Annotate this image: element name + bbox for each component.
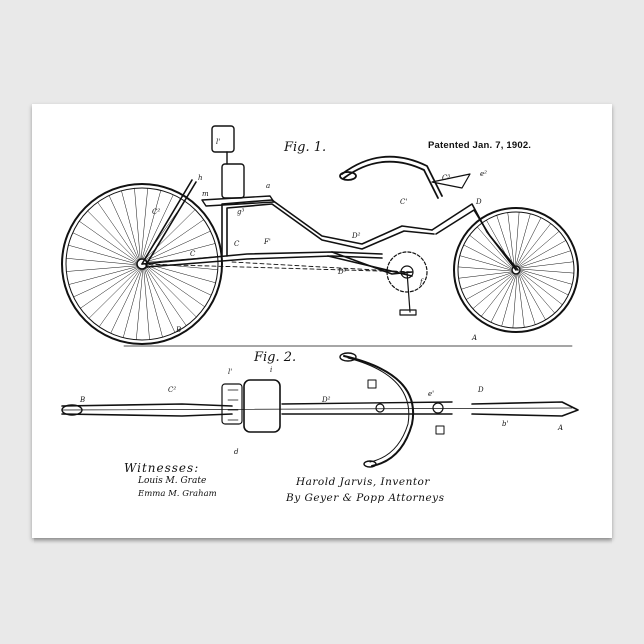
fig2-letter-labels: B C² D² e' Db' Ai l' d (79, 366, 563, 456)
fig2-drawing: B C² D² e' Db' Ai l' d (62, 353, 578, 467)
wheel-spoke (521, 271, 568, 295)
wheel-spoke (520, 274, 546, 320)
fig1-drawing: C² C C F' D² D³ f C' C³ D e² a g³ B Ah m l' (62, 126, 578, 346)
svg-text:F': F' (263, 238, 271, 246)
witnesses-label: Witnesses: (124, 461, 199, 475)
wheel-spoke (477, 227, 512, 267)
attorneys-signature: By Geyer & Popp Attorneys (286, 492, 445, 504)
svg-text:B: B (175, 326, 181, 334)
wheel-spoke (473, 274, 513, 309)
svg-text:e': e' (428, 390, 434, 398)
wheel-spoke (109, 196, 139, 261)
wheel-spoke (518, 275, 524, 328)
wheel-spoke (470, 235, 512, 268)
wheel-spoke (136, 269, 143, 340)
wheel-spoke (521, 269, 574, 273)
seat (202, 126, 274, 206)
svg-text:B: B (79, 396, 85, 404)
wheel-spoke (141, 188, 148, 259)
wheel-spoke (146, 267, 196, 318)
wheel-spoke (147, 265, 211, 295)
wheel-spoke (513, 275, 517, 328)
svg-text:C: C (190, 250, 196, 258)
svg-text:D²: D² (351, 232, 361, 240)
wheel-spoke (466, 274, 512, 300)
inventor-signature: Harold Jarvis, Inventor (296, 476, 430, 488)
svg-text:i: i (270, 366, 272, 374)
fig2-label: Fig. 2. (254, 350, 296, 365)
svg-text:D: D (475, 198, 482, 206)
wheel-spoke (520, 273, 555, 313)
wheel-spoke (464, 245, 511, 269)
witness-signature-2: Emma M. Graham (138, 489, 217, 499)
svg-text:g³: g³ (237, 208, 244, 216)
svg-text:D: D (477, 386, 484, 394)
svg-text:a: a (266, 182, 270, 190)
wheel-spoke (66, 266, 137, 272)
svg-text:C': C' (400, 198, 407, 206)
witness-signature-1: Louis M. Grate (138, 476, 206, 486)
wheel-spoke (481, 275, 514, 317)
wheel-spoke (88, 211, 138, 262)
svg-text:D²: D² (321, 396, 331, 404)
wheel-spoke (144, 269, 150, 340)
svg-text:l': l' (216, 138, 220, 146)
wheel-spoke (73, 233, 137, 263)
wheel-spoke (518, 224, 551, 266)
patent-drawing: C² C C F' D² D³ f C' C³ D e² a g³ B Ah m l' (32, 104, 612, 538)
wheel-spoke (146, 231, 211, 261)
svg-text:h: h (198, 174, 203, 182)
wheel-spoke (459, 272, 512, 278)
poster-shadow (34, 538, 612, 544)
fig1-letter-labels: C² C C F' D² D³ f C' C³ D e² a g³ B Ah m l' (152, 138, 487, 342)
wheel-spoke (491, 275, 515, 322)
wheel-spoke (519, 231, 559, 266)
svg-text:C²: C² (152, 208, 160, 216)
svg-text:m: m (202, 190, 209, 198)
svg-text:A: A (557, 424, 563, 432)
svg-text:C: C (234, 240, 240, 248)
wheel-spoke (520, 240, 566, 266)
svg-text:b': b' (502, 420, 508, 428)
svg-text:C³: C³ (442, 174, 450, 182)
wheel-spoke (521, 262, 574, 268)
svg-text:D³: D³ (337, 268, 347, 276)
wheel-spoke (74, 267, 139, 297)
wheel-spoke (515, 212, 519, 265)
frame (142, 180, 518, 276)
patent-poster: C² C C F' D² D³ f C' C³ D e² a g³ B Ah m l' (32, 104, 612, 538)
fig1-label: Fig. 1. (284, 140, 326, 155)
svg-text:e²: e² (480, 170, 487, 178)
wheel-spoke (66, 258, 137, 265)
svg-text:d: d (234, 448, 239, 456)
svg-text:l': l' (228, 368, 232, 376)
wheel-spoke (111, 269, 141, 333)
wheel-spoke (89, 268, 140, 318)
handlebar (340, 157, 470, 198)
wheel-spoke (145, 268, 175, 333)
svg-text:A: A (471, 334, 477, 342)
wheel-spoke (458, 267, 511, 271)
patented-date: Patented Jan. 7, 1902. (428, 140, 531, 151)
wheel-spoke (521, 272, 563, 305)
svg-text:f: f (419, 278, 424, 286)
wheel-spoke (517, 218, 541, 265)
svg-text:C²: C² (168, 386, 176, 394)
wheel-spoke (134, 188, 140, 259)
